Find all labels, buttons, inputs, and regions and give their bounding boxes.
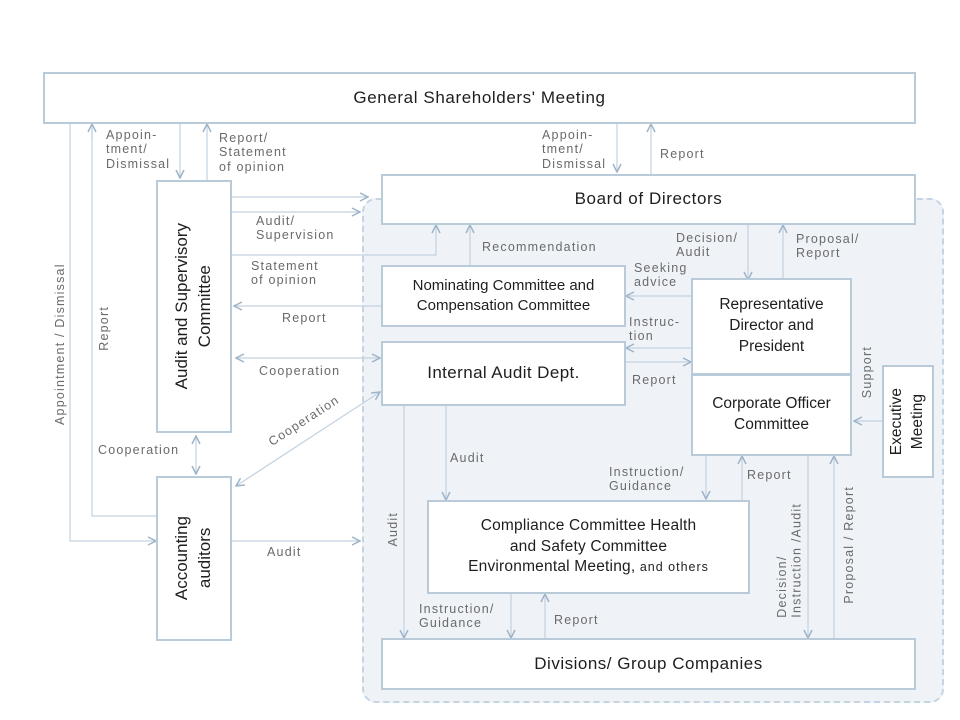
label-report-top-right: Report	[660, 147, 705, 161]
label-report-officer: Report	[747, 468, 792, 482]
label-audit-compliance: Audit	[450, 451, 485, 465]
label-instruction: Instruc- tion	[629, 315, 681, 344]
label-proposal-report-vertical: Proposal / Report	[842, 486, 856, 604]
shareholders-label: General Shareholders' Meeting	[353, 87, 606, 107]
internal-audit-box[interactable]: Internal Audit Dept.	[381, 341, 626, 406]
label-report-vertical: Report	[97, 306, 111, 351]
internal-audit-label: Internal Audit Dept.	[427, 363, 580, 383]
label-recommendation: Recommendation	[482, 240, 597, 254]
shareholders-box[interactable]: General Shareholders' Meeting	[43, 72, 916, 124]
divisions-box[interactable]: Divisions/ Group Companies	[381, 638, 916, 690]
label-audit-divisions: Audit	[386, 512, 400, 547]
label-appoint-left: Appoin- tment/ Dismissal	[106, 128, 171, 171]
label-support: Support	[860, 346, 874, 399]
label-cooperation-vertical: Cooperation	[98, 443, 180, 457]
compliance-label: Compliance Committee Health and Safety C…	[468, 516, 709, 576]
label-audit-accounting: Audit	[267, 545, 302, 559]
corporate-officer-label: Corporate Officer Committee	[712, 395, 831, 433]
label-appoint-right: Appoin- tment/ Dismissal	[542, 128, 607, 171]
label-audit-supervision: Audit/ Supervision	[256, 214, 335, 243]
label-report-compliance: Report	[554, 613, 599, 627]
label-statement-opinion: Statement of opinion	[251, 259, 319, 288]
label-cooperation-internal: Cooperation	[259, 364, 341, 378]
label-appointment-dismissal-vertical: Appointment / Dismissal	[53, 263, 67, 425]
label-decision-instruction-audit: Decision/ Instruction /Audit	[775, 503, 804, 618]
label-report-statement: Report/ Statement of opinion	[219, 131, 287, 174]
label-instruction-guidance-1: Instruction/ Guidance	[609, 465, 685, 494]
label-decision-audit: Decision/ Audit	[676, 231, 739, 260]
board-label: Board of Directors	[574, 189, 723, 209]
label-report-internal: Report	[632, 373, 677, 387]
label-instruction-guidance-2: Instruction/ Guidance	[419, 602, 495, 631]
arrow-cooperation-diagonal	[236, 392, 380, 486]
board-box[interactable]: Board of Directors	[381, 174, 916, 225]
corporate-officer-box[interactable]: Corporate Officer Committee	[691, 375, 852, 456]
arrow-report-accounting	[92, 124, 156, 517]
representative-label: Representative Director and President	[719, 296, 824, 355]
arrow-appointment-accounting	[69, 124, 156, 541]
label-report-nominating: Report	[282, 311, 327, 325]
representative-box[interactable]: Representative Director and President	[691, 278, 852, 375]
divisions-label: Divisions/ Group Companies	[534, 653, 763, 673]
label-seeking-advice: Seeking advice	[634, 261, 688, 290]
arrow-statement-opinion	[232, 225, 436, 256]
label-proposal-report: Proposal/ Report	[796, 232, 860, 261]
compliance-box[interactable]: Compliance Committee Health and Safety C…	[427, 500, 750, 594]
